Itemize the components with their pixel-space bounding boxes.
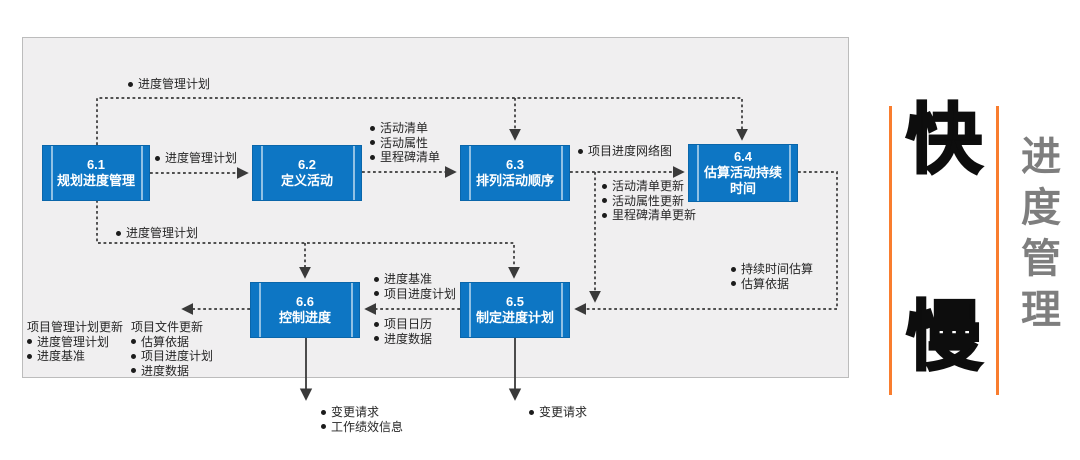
arrow-61-top-to-64: [96, 97, 748, 145]
orange-divider-right: [996, 106, 999, 395]
process-id: 6.1: [86, 157, 106, 173]
bullet-icon: [116, 230, 121, 236]
label-plan-top: 进度管理计划: [128, 77, 210, 92]
bullet-icon: [370, 140, 375, 146]
vertical-section-title: 进 度 管 理: [1021, 137, 1061, 330]
process-name: 制定进度计划: [475, 310, 554, 325]
bullet-icon: [321, 424, 326, 430]
process-id: 6.2: [297, 157, 317, 173]
process-name: 估算活动持续时间: [703, 165, 782, 196]
bullet-icon: [27, 339, 32, 345]
label-66-bottom-outputs: 变更请求 工作绩效信息: [321, 405, 403, 434]
process-id: 6.5: [505, 294, 525, 310]
column-header: 项目管理计划更新: [27, 320, 124, 334]
label-plan-bottom: 进度管理计划: [116, 226, 198, 241]
label-65-outputs-above: 进度基准 项目进度计划: [374, 272, 456, 301]
label-plan-updates-column: 项目管理计划更新 进度管理计划 进度基准: [27, 320, 124, 363]
slow-character: 慢: [905, 295, 984, 380]
process-name: 控制进度: [278, 310, 331, 325]
bullet-icon: [529, 409, 534, 415]
process-name: 排列活动顺序: [475, 173, 554, 188]
bullet-icon: [731, 281, 736, 287]
process-id: 6.4: [733, 149, 753, 165]
bullet-icon: [27, 353, 32, 359]
bullet-icon: [602, 212, 607, 218]
bullet-icon: [321, 409, 326, 415]
process-name: 定义活动: [280, 173, 333, 188]
bullet-icon: [370, 125, 375, 131]
bullet-icon: [155, 155, 160, 161]
bullet-icon: [731, 266, 736, 272]
bullet-icon: [374, 321, 379, 327]
bullet-icon: [602, 198, 607, 204]
label-62-outputs: 活动清单 活动属性 里程碑清单: [370, 121, 440, 165]
process-flow-panel: [22, 37, 849, 378]
bullet-icon: [374, 336, 379, 342]
column-header: 项目文件更新: [131, 320, 204, 334]
process-box-6-2: 6.2 定义活动: [252, 145, 362, 201]
bullet-icon: [131, 339, 136, 345]
bullet-icon: [602, 183, 607, 189]
bullet-icon: [370, 154, 375, 160]
title-char: 进: [1021, 135, 1061, 179]
title-char: 度: [1021, 186, 1061, 230]
label-plan-mid: 进度管理计划: [155, 151, 237, 166]
label-65-outputs-below: 项目日历 进度数据: [374, 317, 432, 346]
label-63-output: 项目进度网络图: [578, 144, 672, 159]
bullet-icon: [131, 353, 136, 359]
process-id: 6.6: [295, 294, 315, 310]
process-box-6-1: 6.1 规划进度管理: [42, 145, 150, 201]
title-char: 管: [1021, 237, 1061, 281]
process-box-6-5: 6.5 制定进度计划: [460, 282, 570, 338]
title-char: 理: [1021, 288, 1061, 332]
bullet-icon: [374, 291, 379, 297]
process-id: 6.3: [505, 157, 525, 173]
label-64-outputs: 持续时间估算 估算依据: [731, 262, 813, 291]
process-box-6-3: 6.3 排列活动顺序: [460, 145, 570, 201]
label-65-bottom-outputs: 变更请求: [529, 405, 587, 420]
process-name: 规划进度管理: [56, 173, 135, 188]
label-doc-updates-column: 项目文件更新 估算依据 项目进度计划 进度数据: [131, 320, 214, 378]
orange-divider-left: [889, 106, 892, 395]
bullet-icon: [131, 368, 136, 374]
process-box-6-6: 6.6 控制进度: [250, 282, 360, 338]
process-box-6-4: 6.4 估算活动持续时间: [688, 144, 798, 202]
fast-character: 快: [905, 98, 984, 183]
label-63-updates: 活动清单更新 活动属性更新 里程碑清单更新: [602, 179, 696, 223]
bullet-icon: [128, 81, 133, 87]
bullet-icon: [578, 148, 583, 154]
bullet-icon: [374, 276, 379, 282]
